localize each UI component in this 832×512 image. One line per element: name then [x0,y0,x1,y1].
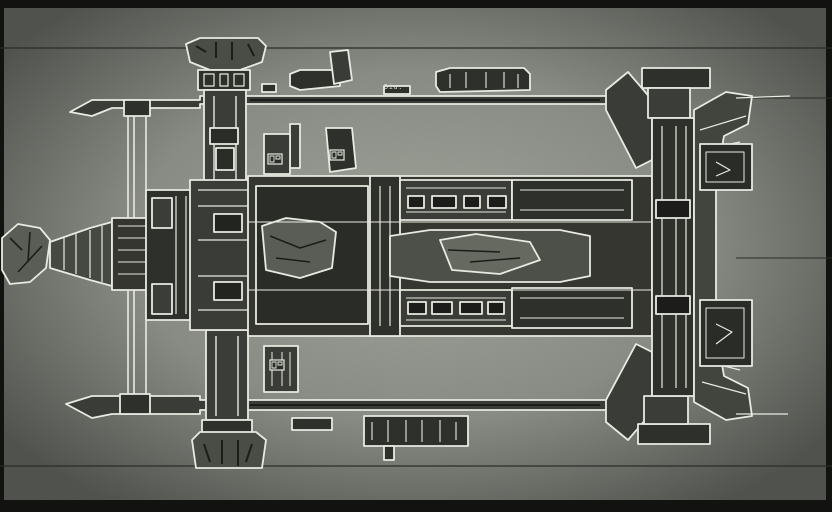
left-nozzle [1,217,153,291]
machine-drawing [1,37,791,469]
ornament-accent [269,359,285,371]
central-body [247,175,653,337]
sheet-label: Dia. [384,83,403,91]
frame-top [0,0,832,8]
left-engine-block [145,179,261,331]
bottom-detail-pods [263,345,469,461]
frame-bottom [0,500,832,512]
ornament-accent [267,153,283,165]
upper-tower [185,37,267,191]
lower-tower [191,329,267,469]
top-detail-pods [261,49,531,175]
right-rear-assembly [605,67,791,445]
frame-right [826,0,832,512]
ornament-accent [329,149,345,161]
